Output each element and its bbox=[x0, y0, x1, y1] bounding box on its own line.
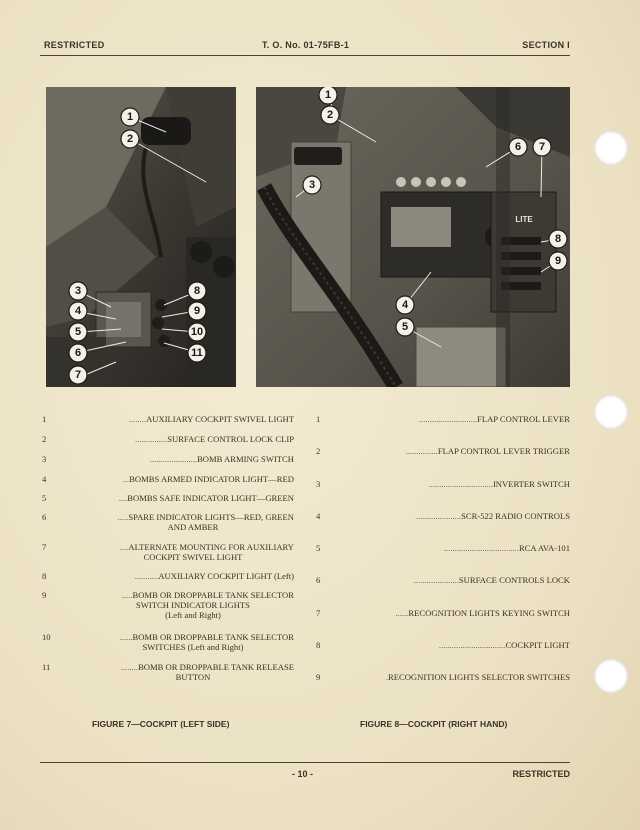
figure-7-callouts: 1 2 3 4 5 6 7 8 9 10 11 bbox=[68, 107, 207, 385]
binder-hole-bottom bbox=[594, 659, 628, 693]
svg-text:7: 7 bbox=[539, 141, 545, 153]
figure-7-callout-6: 6 bbox=[68, 343, 88, 363]
binder-hole-middle bbox=[594, 395, 628, 429]
svg-text:6: 6 bbox=[75, 347, 81, 359]
svg-text:1: 1 bbox=[127, 111, 133, 123]
figure-8-photo: LITE 1 2 3 4 5 6 bbox=[256, 87, 570, 387]
svg-text:4: 4 bbox=[402, 299, 409, 311]
svg-text:5: 5 bbox=[75, 326, 81, 338]
figure-8-legend: 1 ...........................FLAP CONTRO… bbox=[316, 414, 570, 682]
figure-7-callout-11: 11 bbox=[187, 343, 207, 363]
figure-8-callout-6: 6 bbox=[508, 137, 528, 157]
footer-classification: RESTRICTED bbox=[512, 769, 570, 779]
footer-rule bbox=[40, 762, 570, 763]
figure-8-callout-7: 7 bbox=[532, 137, 552, 157]
figure-8-callout-4: 4 bbox=[395, 295, 415, 315]
header-section: SECTION I bbox=[522, 40, 570, 50]
figure-7-callout-9: 9 bbox=[187, 301, 207, 321]
figure-8-caption: FIGURE 8—COCKPIT (RIGHT HAND) bbox=[360, 719, 508, 729]
svg-text:8: 8 bbox=[194, 285, 200, 297]
figure-8-callout-8: 8 bbox=[548, 229, 568, 249]
svg-text:7: 7 bbox=[75, 369, 81, 381]
figure-7-callout-3: 3 bbox=[68, 281, 88, 301]
svg-text:9: 9 bbox=[555, 255, 561, 267]
svg-text:5: 5 bbox=[402, 321, 408, 333]
svg-text:8: 8 bbox=[555, 233, 561, 245]
figure-8-callout-9: 9 bbox=[548, 251, 568, 271]
figure-7-callout-5: 5 bbox=[68, 322, 88, 342]
figure-7-callout-1: 1 bbox=[120, 107, 140, 127]
svg-text:4: 4 bbox=[75, 305, 82, 317]
figure-7-callout-8: 8 bbox=[187, 281, 207, 301]
figure-7-caption: FIGURE 7—COCKPIT (LEFT SIDE) bbox=[92, 719, 230, 729]
header-tech-order: T. O. No. 01-75FB-1 bbox=[262, 40, 350, 50]
figure-8-callout-3: 3 bbox=[302, 175, 322, 195]
svg-text:1: 1 bbox=[325, 89, 331, 101]
header-classification: RESTRICTED bbox=[44, 40, 105, 50]
page-number: - 10 - bbox=[292, 769, 314, 779]
figure-8-callout-2: 2 bbox=[320, 105, 340, 125]
figure-7-legend: 1 ........AUXILIARY COCKPIT SWIVEL LIGHT… bbox=[42, 414, 294, 682]
figure-7-callout-4: 4 bbox=[68, 301, 88, 321]
svg-text:11: 11 bbox=[191, 347, 203, 359]
svg-text:10: 10 bbox=[191, 326, 203, 338]
header-rule bbox=[40, 55, 570, 56]
lite-label: LITE bbox=[515, 215, 533, 224]
figure-8-callout-1: 1 bbox=[318, 87, 338, 105]
svg-text:9: 9 bbox=[194, 305, 200, 317]
figure-7-callout-7: 7 bbox=[68, 365, 88, 385]
svg-text:2: 2 bbox=[127, 133, 133, 145]
svg-text:3: 3 bbox=[309, 179, 315, 191]
figure-7-photo: 1 2 3 4 5 6 7 8 9 10 11 bbox=[46, 87, 236, 387]
figure-8-callout-5: 5 bbox=[395, 317, 415, 337]
svg-text:2: 2 bbox=[327, 109, 333, 121]
figure-7-callout-10: 10 bbox=[187, 322, 207, 342]
svg-text:3: 3 bbox=[75, 285, 81, 297]
binder-hole-top bbox=[594, 131, 628, 165]
figure-8-callouts: 1 2 3 4 5 6 7 8 9 bbox=[295, 87, 568, 348]
svg-text:6: 6 bbox=[515, 141, 521, 153]
figure-7-callout-2: 2 bbox=[120, 129, 140, 149]
